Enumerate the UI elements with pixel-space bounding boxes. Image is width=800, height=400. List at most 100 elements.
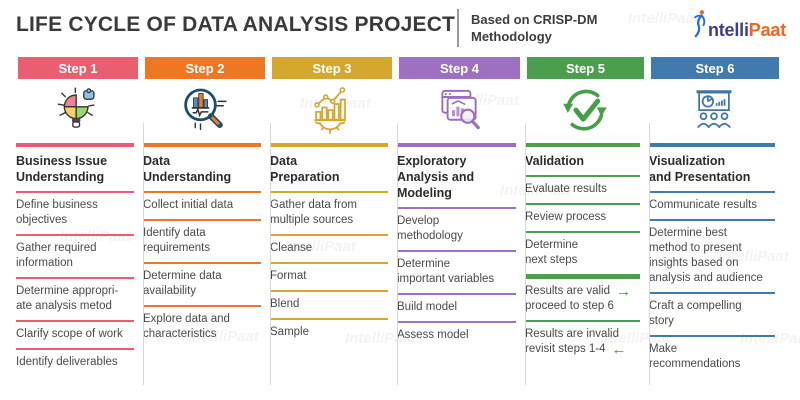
bulb-puzzle-icon xyxy=(57,87,95,128)
phase-item: Identify deliverables xyxy=(16,356,118,368)
phase-item: Review process xyxy=(525,211,607,223)
step-column: Step 6 Visualization and Presentation Co… xyxy=(649,57,784,378)
step-header-bar: Step 3 xyxy=(272,57,392,79)
phase-title: Data Understanding xyxy=(143,154,232,184)
column-separator xyxy=(525,123,526,385)
phase-item: Cleanse xyxy=(270,242,313,254)
item-divider xyxy=(143,191,261,193)
phase-item-text: revisit steps 1-4 xyxy=(525,343,606,355)
accent-bar xyxy=(16,143,134,147)
item-divider xyxy=(525,320,640,322)
chart-gear-icon xyxy=(314,87,346,134)
phase-item: Evaluate results xyxy=(525,183,607,195)
item-divider xyxy=(16,348,134,350)
steps-grid: Step 1 Business Issue Understanding Defi… xyxy=(16,57,784,378)
step-column: Step 3 Data Preparation Gather data from… xyxy=(270,57,397,378)
item-divider xyxy=(397,293,516,295)
accent-bar xyxy=(270,143,388,147)
phase-item: Determine best method to present insight… xyxy=(649,227,763,284)
phase-item: Build model xyxy=(397,301,458,313)
browser-analysis-icon xyxy=(440,89,480,130)
accent-bar xyxy=(649,143,775,147)
item-divider xyxy=(525,175,640,177)
refresh-check-icon xyxy=(562,89,607,131)
step-icon-box xyxy=(143,79,265,143)
step-content: Data Preparation Gather data from multip… xyxy=(270,143,388,346)
intellipaat-logo: ntelliPaat xyxy=(693,9,786,43)
phase-item: Identify data requirements xyxy=(143,227,211,254)
item-divider xyxy=(270,262,388,264)
item-divider xyxy=(16,191,134,193)
item-divider xyxy=(16,234,134,236)
step-header-bar: Step 5 xyxy=(527,57,644,79)
item-divider xyxy=(270,290,388,292)
phase-item: Format xyxy=(270,270,307,282)
item-divider xyxy=(649,335,775,337)
phase-item: Sample xyxy=(270,326,309,338)
phase-item: Results are invalid revisit steps 1-4 ← xyxy=(525,322,640,363)
phase-item: Craft a compelling story xyxy=(649,300,742,327)
accent-bar xyxy=(525,143,640,147)
column-separator xyxy=(649,123,650,385)
header-divider xyxy=(457,9,459,47)
step-header-bar: Step 4 xyxy=(399,57,520,79)
phase-item: Define business objectives xyxy=(16,199,98,226)
step-icon-box xyxy=(397,79,520,143)
column-separator xyxy=(143,123,144,385)
step-icon-box xyxy=(649,79,779,143)
item-divider xyxy=(525,274,640,279)
step-content: Exploratory Analysis and Modeling Develo… xyxy=(397,143,516,349)
phase-item: Develop methodology xyxy=(397,215,463,242)
step-icon-box xyxy=(525,79,644,143)
step-label: Step 3 xyxy=(312,60,352,76)
phase-item: Determine important variables xyxy=(397,258,495,285)
step-column: Step 4 Exploratory Analysis and Modeling… xyxy=(397,57,525,378)
phase-item: Explore data and characteristics xyxy=(143,313,230,340)
phase-item-text: proceed to step 6 xyxy=(525,300,614,312)
item-divider xyxy=(270,191,388,193)
step-icon-box xyxy=(270,79,392,143)
item-divider xyxy=(16,277,134,279)
phase-title: Business Issue Understanding xyxy=(16,154,108,184)
step-label: Step 6 xyxy=(695,60,735,76)
phase-item: Blend xyxy=(270,298,300,310)
phase-item: Determine data availability xyxy=(143,270,222,297)
page-title: LIFE CYCLE OF DATA ANALYSIS PROJECT xyxy=(16,13,456,36)
phase-item: Communicate results xyxy=(649,199,758,211)
item-divider xyxy=(649,292,775,294)
item-divider xyxy=(270,318,388,320)
item-divider xyxy=(525,231,640,233)
step-content: Visualization and Presentation Communica… xyxy=(649,143,775,378)
item-divider xyxy=(143,305,261,307)
phase-item-text: Results are invalid xyxy=(525,328,619,340)
phase-item: Assess model xyxy=(397,329,469,341)
phase-item: Results are valid→proceed to step 6 xyxy=(525,279,640,320)
item-divider xyxy=(525,203,640,205)
step-label: Step 5 xyxy=(565,60,605,76)
accent-bar xyxy=(143,143,261,147)
phase-title: Data Preparation xyxy=(270,154,340,184)
phase-title: Validation xyxy=(525,154,585,168)
phase-title: Visualization and Presentation xyxy=(649,154,751,184)
item-divider xyxy=(143,219,261,221)
phase-item: Gather required information xyxy=(16,242,97,269)
step-column: Step 2 Data Understanding Collect initia… xyxy=(143,57,270,378)
step-label: Step 1 xyxy=(58,60,98,76)
right-arrow-icon: → xyxy=(616,283,632,300)
step-icon-box xyxy=(16,79,138,143)
step-header-bar: Step 1 xyxy=(18,57,138,79)
item-divider xyxy=(270,234,388,236)
item-divider xyxy=(649,191,775,193)
logo-prefix: ntelli xyxy=(707,20,749,40)
left-arrow-icon: ← xyxy=(611,341,627,358)
column-separator xyxy=(270,123,271,385)
